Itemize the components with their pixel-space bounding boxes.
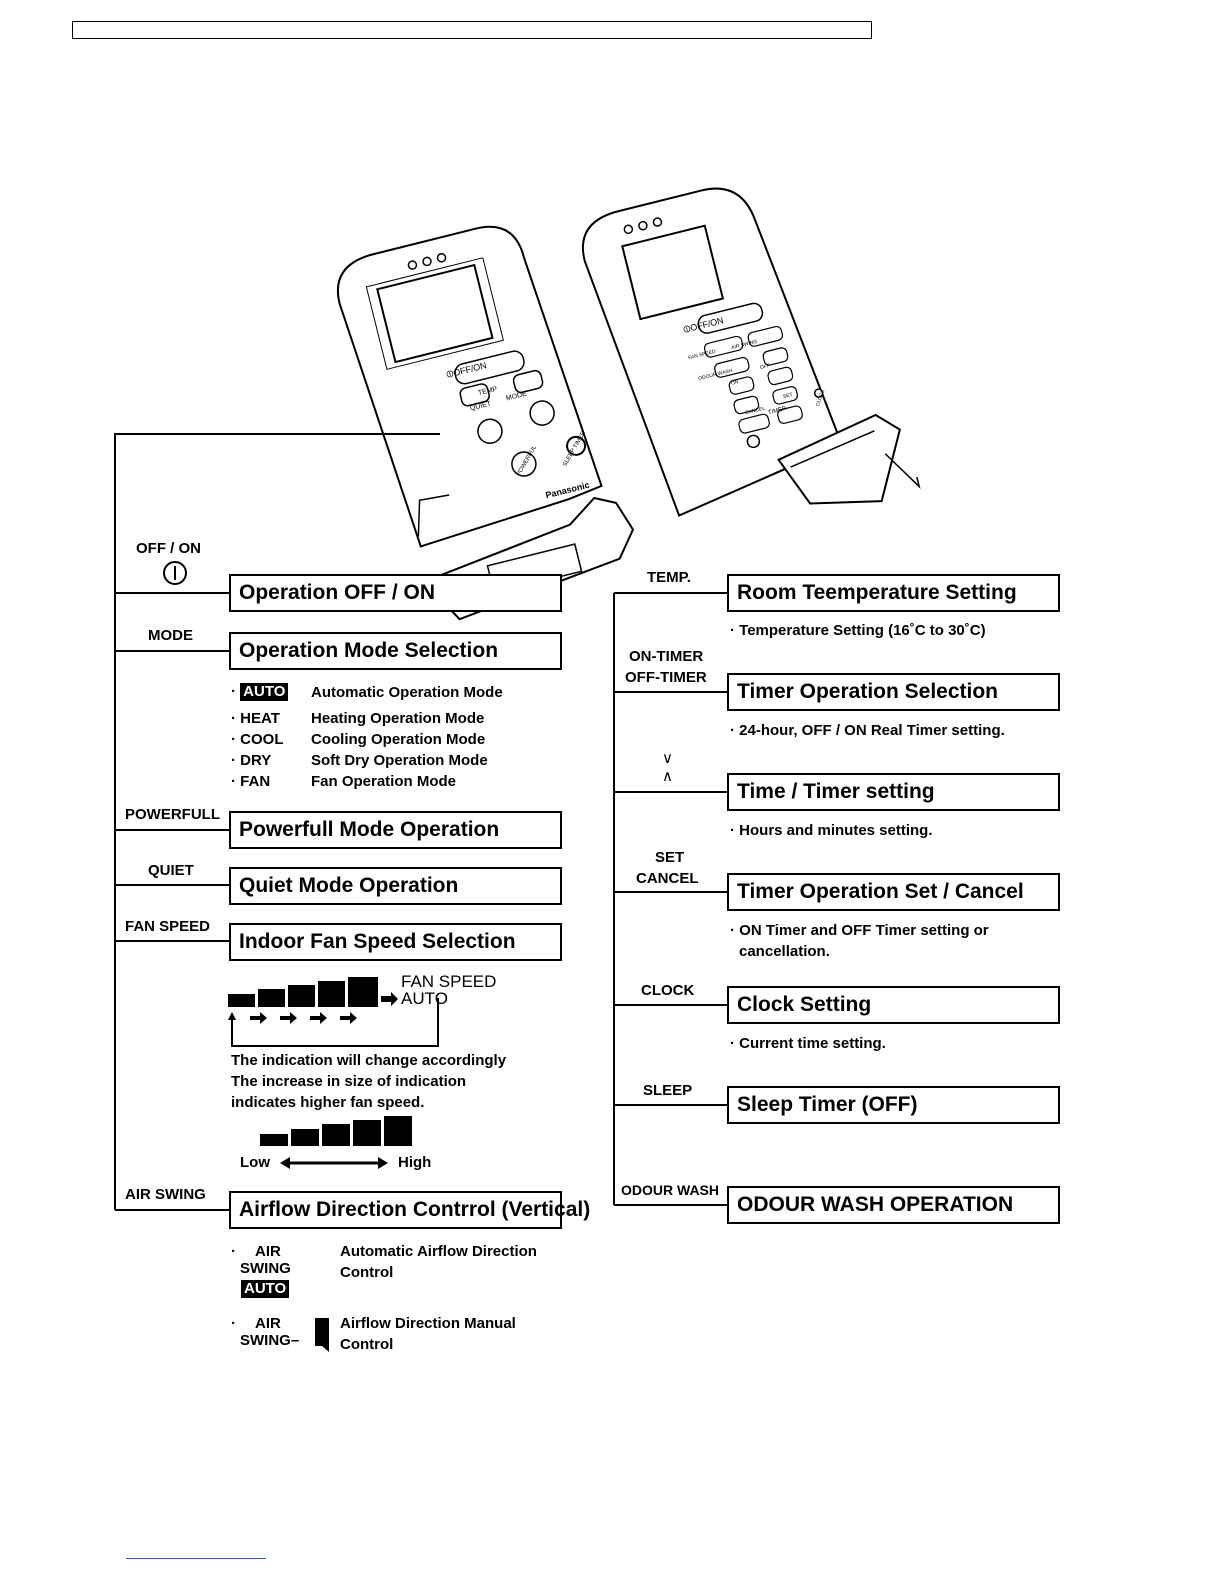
fan-speed-note-3: indicates higher fan speed. [231,1094,425,1111]
timer-operation-box: Timer Operation Selection [727,673,1060,711]
fan-speed-indicator [228,977,439,1047]
remote-1 [337,225,635,621]
off-on-label: OFF / ON [136,540,201,557]
indoor-fan-speed-box: Indoor Fan Speed Selection [229,923,562,961]
fan-speed-note-2: The increase in size of indication [231,1073,467,1090]
sleep-timer-box: Sleep Timer (OFF) [727,1086,1060,1124]
mode-item-heat-desc: Heating Operation Mode [311,710,485,727]
mode-item-auto: · AUTO [231,683,289,701]
set-label: SET [655,849,685,866]
fan-speed-high: High [398,1154,432,1171]
mode-item-cool-desc: Cooling Operation Mode [311,731,486,748]
room-temperature-box: Room Teemperature Setting [727,574,1060,612]
odour-wash-box: ODOUR WASH OPERATION [727,1186,1060,1224]
quiet-mode-box: Quiet Mode Operation [229,867,562,905]
time-down-label: ∨ [662,750,673,767]
airflow-direction-box: Airflow Direction Contrrol (Vertical) [229,1191,590,1229]
air-swing-manual-desc1: Airflow Direction Manual [340,1315,516,1332]
mode-item-auto-desc: Automatic Operation Mode [311,684,503,701]
remote-2 [582,187,921,517]
fan-speed-indicator-fan: FAN SPEED [401,972,497,991]
mode-auto-badge: AUTO [240,683,289,701]
clock-setting-box: Clock Setting [727,986,1060,1024]
air-swing-label: AIR SWING [125,1186,206,1203]
header-frame [72,21,872,39]
cancel-label: CANCEL [636,870,699,887]
air-swing-manual-line2: SWING– [240,1332,300,1349]
mode-item-dry-desc: Soft Dry Operation Mode [311,752,488,769]
powerfull-label: POWERFULL [125,806,220,823]
mode-item-fan: · FAN [231,773,271,790]
air-swing-auto-line1: AIR [255,1243,281,1260]
air-swing-auto-desc1: Automatic Airflow Direction [340,1243,537,1260]
sleep-label: SLEEP [643,1082,693,1099]
off-timer-label: OFF-TIMER [625,669,707,686]
operation-off-on-box: Operation OFF / ON [229,574,562,612]
set-cancel-note-1: · ON Timer and OFF Timer setting or [730,922,989,939]
time-timer-setting-box: Time / Timer setting [727,773,1060,811]
air-swing-auto-bullet: · [231,1243,236,1260]
louver-icon [315,1318,329,1352]
odour-wash-label: ODOUR WASH [621,1182,719,1198]
timer-note: · 24-hour, OFF / ON Real Timer setting. [730,722,1005,739]
power-icon [163,561,187,585]
air-swing-auto-badge: AUTO [241,1280,290,1298]
fan-speed-note-1: The indication will change accordingly [231,1052,507,1069]
timer-set-cancel-box: Timer Operation Set / Cancel [727,873,1060,911]
on-timer-label: ON-TIMER [629,648,704,665]
fan-speed-indicator-auto: AUTO [401,989,448,1008]
air-swing-auto-desc2: Control [340,1264,394,1281]
fan-speed-label: FAN SPEED [125,918,211,935]
powerfull-mode-box: Powerfull Mode Operation [229,811,562,849]
air-swing-auto-line2: SWING [240,1260,291,1277]
mode-item-cool: · COOL [231,731,284,748]
mode-item-heat: · HEAT [231,710,280,727]
mode-label: MODE [148,627,193,644]
air-swing-manual-bullet: · [231,1315,236,1332]
operation-mode-box: Operation Mode Selection [229,632,562,670]
low-high-arrow [280,1157,388,1169]
fan-speed-scale-bars [260,1116,412,1146]
temp-note: · Temperature Setting (16˚C to 30˚C) [730,622,986,639]
clock-label: CLOCK [641,982,695,999]
quiet-label: QUIET [148,862,194,879]
mode-item-dry: · DRY [231,752,272,769]
air-swing-manual-desc2: Control [340,1336,394,1353]
temp-label: TEMP. [647,569,691,586]
fan-speed-low: Low [240,1154,270,1171]
footer-rule [126,1558,266,1559]
time-note: · Hours and minutes setting. [730,822,933,839]
time-up-label: ∧ [662,768,673,785]
air-swing-manual-line1: AIR [255,1315,281,1332]
mode-item-fan-desc: Fan Operation Mode [311,773,457,790]
clock-note: · Current time setting. [730,1035,886,1052]
set-cancel-note-2: cancellation. [739,943,830,960]
